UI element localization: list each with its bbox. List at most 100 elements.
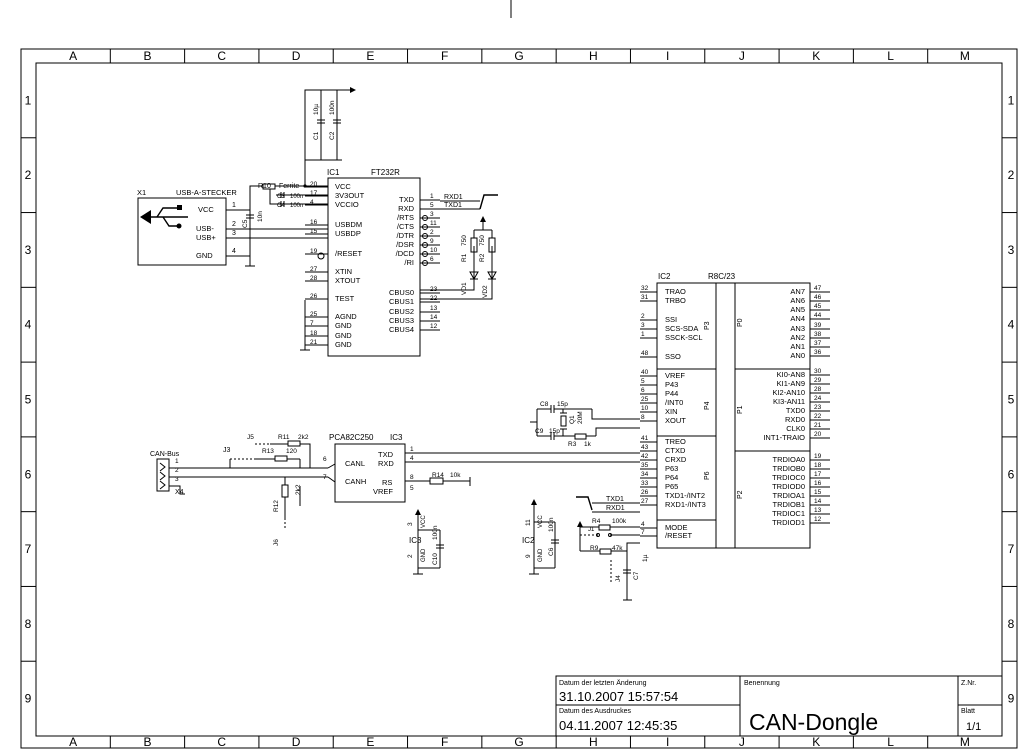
column-label-top: L bbox=[887, 49, 894, 63]
ic2-pin-number: 16 bbox=[814, 480, 822, 487]
ic1-pin-number: 21 bbox=[310, 339, 318, 346]
ic2-pin-number: 45 bbox=[814, 303, 822, 310]
ic1-pin-name: VCC bbox=[335, 182, 351, 191]
ic2-pin-name: AN3 bbox=[790, 324, 805, 333]
ic2-pin-number: 41 bbox=[641, 435, 649, 442]
ic1-pin-number: 16 bbox=[310, 219, 318, 226]
j6-ref: J6 bbox=[273, 539, 280, 546]
ic-power-symbols: IC3 3 VCC 2 GND C10 100n IC2 11 VCC 9 GN… bbox=[407, 499, 559, 575]
ic1-pin-name: CBUS4 bbox=[389, 325, 414, 334]
ic2-pin-number: 30 bbox=[814, 368, 822, 375]
x1-pin-usbm: USB- bbox=[196, 224, 214, 233]
ic2-pin-name: P64 bbox=[665, 473, 678, 482]
ic3-pin-vref: VREF bbox=[373, 487, 393, 496]
r14-value: 10k bbox=[450, 472, 461, 479]
ic1-pin-number: 6 bbox=[430, 256, 434, 263]
ic2-vcc-num: 11 bbox=[525, 519, 532, 526]
row-label-left: 7 bbox=[25, 542, 32, 556]
c7-ref: C7 bbox=[633, 571, 640, 580]
ic1-pin-number: 5 bbox=[430, 202, 434, 209]
ic1-pin-name: /RI bbox=[404, 258, 414, 267]
ic1-pin-name: TXD bbox=[399, 195, 415, 204]
ic2-pin-number: 25 bbox=[641, 396, 649, 403]
ic2-pin-name: KI1-AN9 bbox=[777, 379, 805, 388]
ic2-pin-name: XOUT bbox=[665, 416, 686, 425]
port-p4: P4 bbox=[704, 401, 711, 410]
ic2-pin-name: TRDIOD1 bbox=[772, 518, 805, 527]
ic1-pin-number: 25 bbox=[310, 311, 318, 318]
canbus-label: CAN-Bus bbox=[150, 451, 180, 458]
row-label-right: 3 bbox=[1008, 243, 1015, 257]
r1-value: 750 bbox=[461, 235, 468, 246]
ic1-pin-name: CBUS1 bbox=[389, 297, 414, 306]
row-label-right: 2 bbox=[1008, 168, 1015, 182]
column-label-top: F bbox=[441, 49, 448, 63]
ic1-part: FT232R bbox=[371, 168, 400, 177]
ic2-pin-number: 33 bbox=[641, 480, 649, 487]
ic1-pin-number: 2 bbox=[430, 229, 434, 236]
ic1-pin-name: RXD bbox=[398, 204, 414, 213]
column-label-bottom: I bbox=[666, 735, 669, 749]
uart-nets: RXD1 TXD1 TXD1 RXD1 bbox=[440, 194, 640, 513]
net-txd1-top: TXD1 bbox=[444, 202, 462, 209]
row-label-right: 7 bbox=[1008, 542, 1015, 556]
x1-num-4: 4 bbox=[232, 248, 236, 255]
column-label-top: H bbox=[589, 49, 598, 63]
row-label-left: 4 bbox=[25, 318, 32, 332]
ic2-pin-name: MODE bbox=[665, 523, 688, 532]
svg-text:1: 1 bbox=[175, 458, 179, 465]
column-label-top: D bbox=[292, 49, 301, 63]
c8-ref: C8 bbox=[540, 401, 549, 408]
ic2-pin-name: KI0-AN8 bbox=[777, 370, 805, 379]
r3-ref: R3 bbox=[568, 441, 577, 448]
r12-ref: R12 bbox=[273, 500, 280, 512]
ic2-pin-number: 34 bbox=[641, 471, 649, 478]
c2-ref: C2 bbox=[329, 131, 336, 140]
ic3-ref: IC3 bbox=[390, 433, 403, 442]
c8-value: 15p bbox=[557, 401, 568, 408]
column-label-bottom: J bbox=[739, 735, 745, 749]
ic2-pin-number: 23 bbox=[814, 404, 822, 411]
column-label-top: M bbox=[960, 49, 970, 63]
column-label-bottom: K bbox=[812, 735, 820, 749]
ic2-pin-number: 39 bbox=[814, 322, 822, 329]
x1-pin-usbp: USB+ bbox=[196, 233, 216, 242]
r4-ref: R4 bbox=[592, 518, 601, 525]
ic2-pin-name: RXD1-/INT3 bbox=[665, 500, 706, 509]
row-label-right: 8 bbox=[1008, 617, 1015, 631]
ic1-pin-number: 13 bbox=[430, 305, 438, 312]
row-label-right: 1 bbox=[1008, 93, 1015, 107]
r9-value: 47k bbox=[612, 545, 623, 552]
ic2-pin-number: 26 bbox=[641, 489, 649, 496]
ic1-pin-number: 18 bbox=[310, 330, 318, 337]
ic2-pin-number: 15 bbox=[814, 489, 822, 496]
c1-value: 10µ bbox=[313, 104, 320, 115]
ic2-pin-number: 17 bbox=[814, 471, 822, 478]
usb-icon bbox=[140, 205, 188, 229]
ic2-pin-number: 35 bbox=[641, 462, 649, 469]
ic2-pin-name: TRDIOB1 bbox=[772, 500, 805, 509]
column-label-bottom: D bbox=[292, 735, 301, 749]
ic3-pin-rxd: RXD bbox=[378, 459, 394, 468]
ic2-pin-name: TRDIOC1 bbox=[772, 509, 805, 518]
title-block: Datum der letzten Änderung 31.10.2007 15… bbox=[555, 675, 1003, 737]
x1-num-3: 3 bbox=[232, 230, 236, 237]
ic2-pin-name: TRDIOD0 bbox=[772, 482, 805, 491]
r13-value: 120 bbox=[286, 448, 297, 455]
ic1-pin-name: CBUS2 bbox=[389, 307, 414, 316]
usb-connector-x1: X1 USB-A-STECKER VCC USB- USB+ GND 1 2 3… bbox=[137, 185, 328, 267]
ic1-pin-number: 11 bbox=[430, 220, 437, 227]
column-label-bottom: C bbox=[217, 735, 226, 749]
c7-value: 1µ bbox=[642, 554, 649, 562]
ic2-pin-name: TRDIOA0 bbox=[772, 455, 805, 464]
ic2-pin-name: P44 bbox=[665, 389, 678, 398]
ic2-pin-number: 48 bbox=[641, 350, 649, 357]
column-label-top: G bbox=[514, 49, 523, 63]
vd2-ref: VD2 bbox=[482, 285, 489, 298]
ic2-pin-name: TXD0 bbox=[786, 406, 805, 415]
ic2-power-ref: IC2 bbox=[522, 536, 535, 545]
ic3-pin-txd: TXD bbox=[378, 450, 394, 459]
